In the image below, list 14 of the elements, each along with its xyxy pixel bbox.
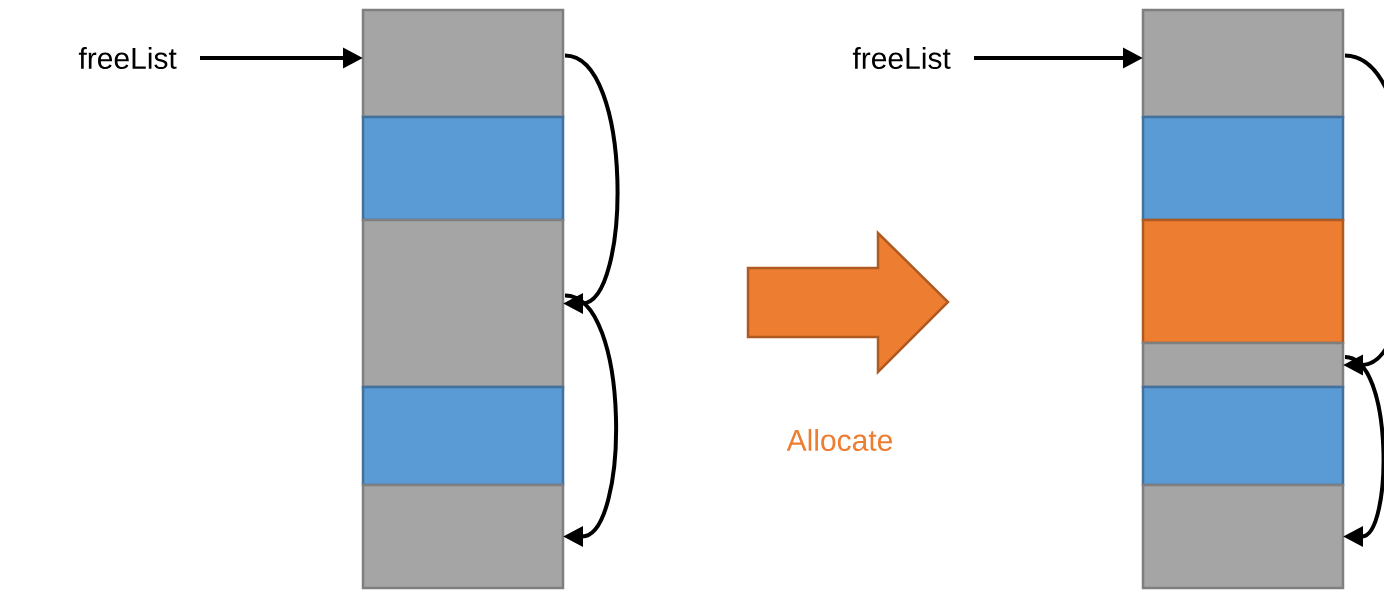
memory-block [361, 218, 565, 389]
memory-block [361, 115, 565, 222]
memory-block [1141, 341, 1345, 389]
memory-block [1141, 483, 1345, 590]
memory-block [1141, 8, 1345, 119]
memory-block [1141, 385, 1345, 487]
memory-block [361, 483, 565, 590]
pointer-label: freeList [852, 47, 951, 69]
memory-block [361, 8, 565, 119]
memory-block [361, 385, 565, 487]
memory-block [1141, 115, 1345, 222]
memory-block [1141, 218, 1345, 345]
action-label: Allocate [786, 429, 893, 451]
pointer-label: freeList [78, 47, 177, 69]
